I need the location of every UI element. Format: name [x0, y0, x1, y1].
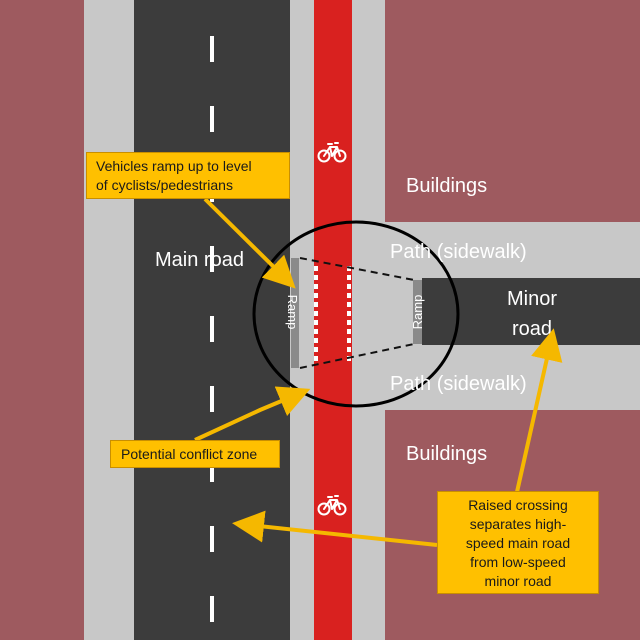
callout-crossing-line1: Raised crossing: [468, 497, 568, 513]
raised-crossing-area: [350, 265, 422, 357]
crossing-bike-lane: [314, 265, 352, 365]
arrow-ramp: [203, 197, 296, 289]
ramp-left: [291, 258, 299, 368]
path-label-top: Path (sidewalk): [390, 241, 527, 263]
minor-road-label-line2: road: [512, 318, 552, 340]
callout-conflict-zone: Potential conflict zone: [110, 440, 280, 468]
ramp-label-left: Ramp: [285, 295, 300, 330]
left-sidewalk: [84, 0, 134, 640]
path-sidewalk-bottom: [385, 345, 640, 410]
path-label-bottom: Path (sidewalk): [390, 373, 527, 395]
callout-ramp-up: Vehicles ramp up to level of cyclists/pe…: [86, 152, 290, 199]
arrow-minor-road: [515, 328, 563, 493]
perspective-line-top: [299, 257, 415, 281]
callout-crossing-line3: speed main road: [465, 535, 571, 551]
ramp-label-right: Ramp: [410, 295, 425, 330]
callout-ramp-line2: of cyclists/pedestrians: [96, 177, 233, 193]
ramp-right: [413, 280, 422, 344]
callout-crossing-line2: separates high-: [469, 516, 567, 532]
arrow-main-road: [232, 510, 438, 547]
callout-crossing-line5: minor road: [484, 573, 552, 589]
conflict-zone-circle: [252, 220, 460, 408]
buildings-label-top: Buildings: [406, 175, 487, 197]
callout-conflict-text: Potential conflict zone: [121, 446, 258, 462]
buildings-label-bottom: Buildings: [406, 443, 487, 465]
arrow-conflict: [194, 386, 311, 442]
callout-raised-crossing: Raised crossing separates high- speed ma…: [437, 491, 599, 594]
perspective-line-bottom: [299, 343, 415, 369]
callout-crossing-line4: from low-speed: [470, 554, 566, 570]
callout-ramp-line1: Vehicles ramp up to level: [96, 158, 252, 174]
main-road-label: Main road: [155, 249, 244, 271]
minor-road-label-line1: Minor: [507, 288, 557, 310]
